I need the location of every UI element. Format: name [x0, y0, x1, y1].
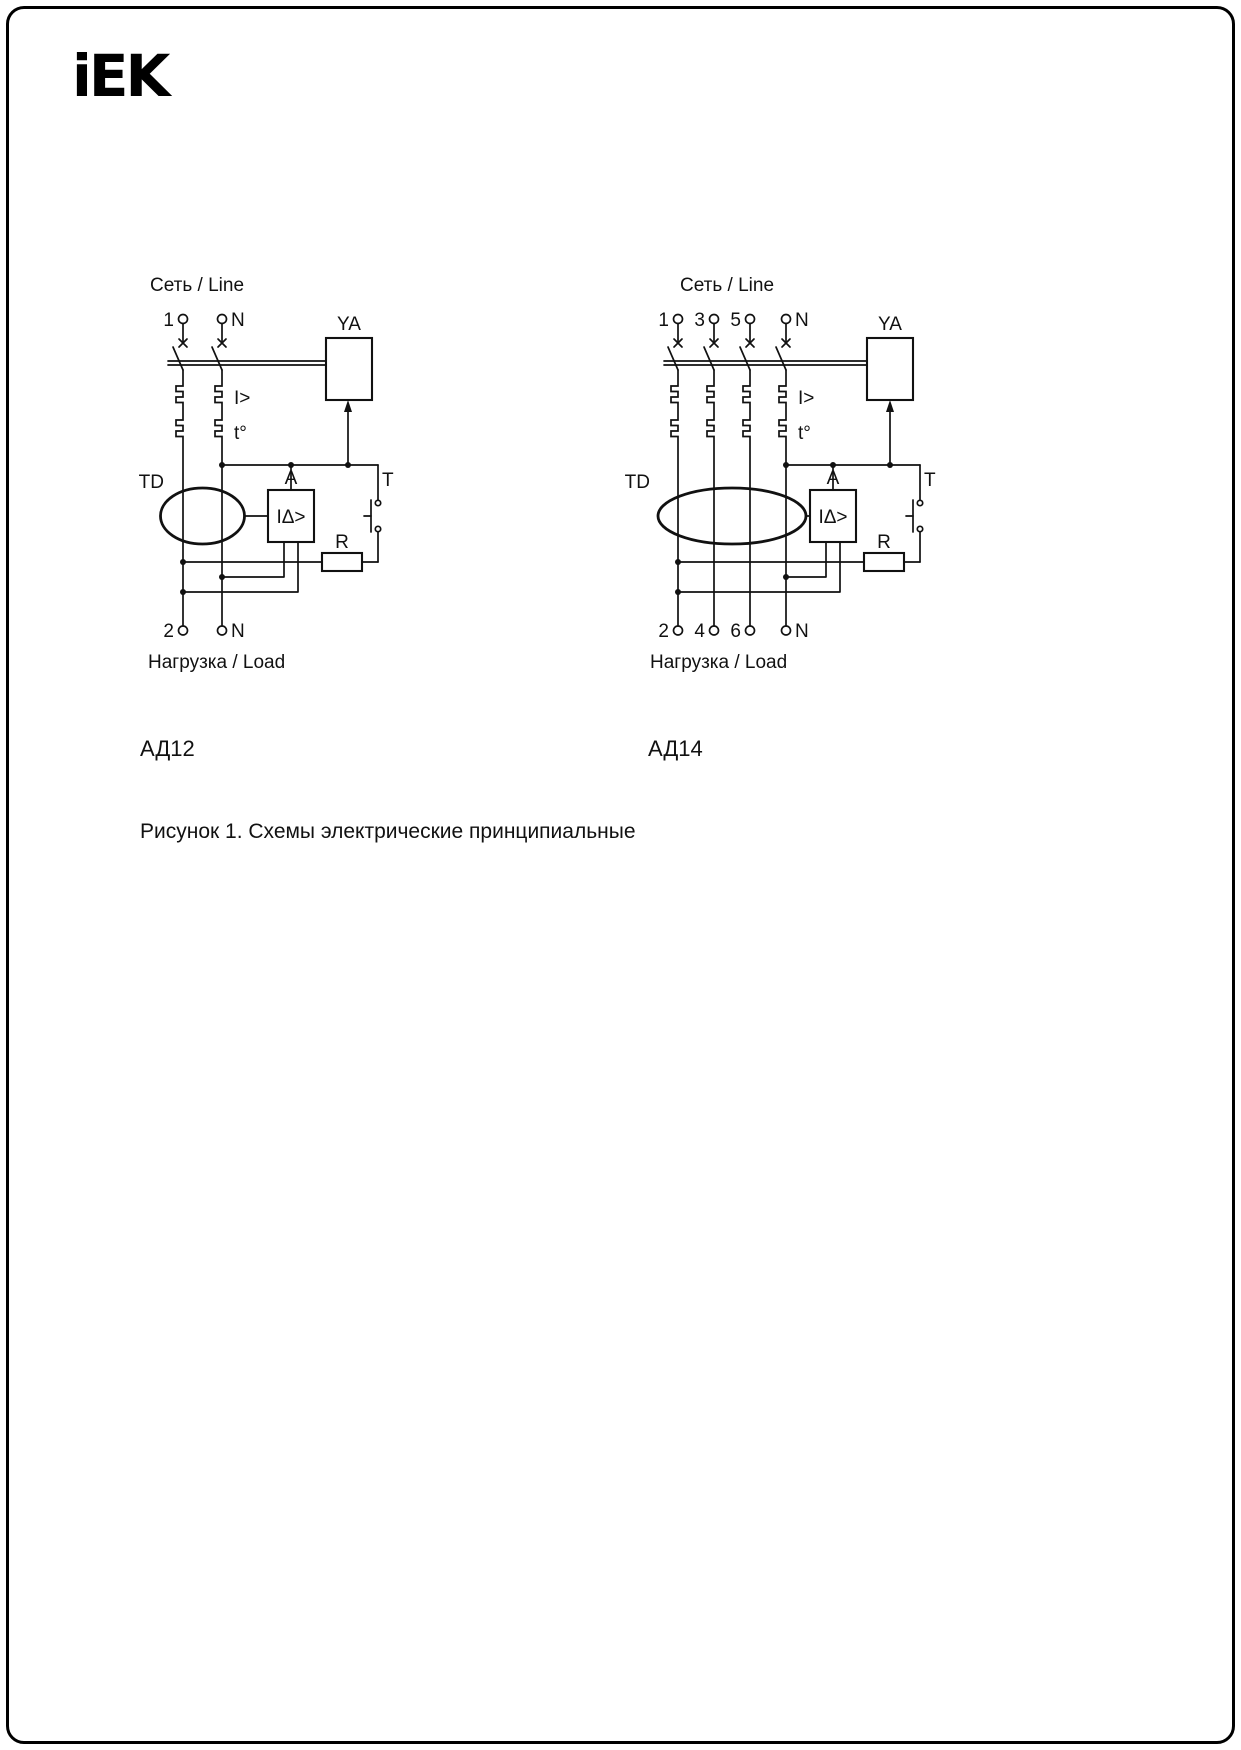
overcurrent-label: I> — [798, 388, 814, 409]
toroid-transformer — [159, 486, 246, 546]
resistor-box — [320, 551, 364, 573]
breaker-pole — [739, 313, 756, 636]
diagram-title-ad14: АД14 — [648, 736, 703, 761]
ad12-schematic: Сеть / Line 1 N I> t° TD A IΔ> YA — [139, 275, 394, 673]
breaker-pole — [172, 313, 189, 636]
terminal-label-bottom: 4 — [694, 621, 705, 642]
toroid-transformer — [656, 486, 808, 546]
diff-current-label: IΔ> — [276, 507, 305, 528]
test-label: T — [924, 470, 936, 491]
ya-label: YA — [878, 314, 902, 335]
junction-dot — [180, 589, 186, 595]
iek-logo: iEK — [72, 42, 170, 110]
junction-dot — [675, 559, 681, 565]
terminal-label-top: N — [795, 310, 809, 331]
breaker-pole — [667, 313, 684, 636]
test-label: T — [382, 470, 394, 491]
ya-coil-box — [324, 336, 374, 402]
arrow-up-icon — [344, 400, 352, 412]
td-label: TD — [625, 472, 650, 493]
terminal-label-top: 1 — [163, 310, 174, 331]
junction-dot — [180, 559, 186, 565]
linkage-line — [167, 360, 327, 366]
ya-coil-box — [865, 336, 915, 402]
linkage-line — [663, 360, 868, 366]
terminal-label-bottom: N — [231, 621, 245, 642]
td-label: TD — [139, 472, 164, 493]
ad14-schematic: Сеть / Line 1 3 5 N I> t° TD A IΔ> YA — [625, 275, 936, 673]
junction-dot — [887, 462, 893, 468]
resistor-label: R — [335, 532, 349, 553]
terminal-label-top: N — [231, 310, 245, 331]
junction-dot — [675, 589, 681, 595]
terminal-label-bottom: 2 — [163, 621, 174, 642]
figure-caption: Рисунок 1. Схемы электрические принципиа… — [140, 820, 636, 843]
amp-supply-wire — [677, 541, 841, 593]
breaker-pole — [703, 313, 720, 636]
junction-dot — [830, 462, 836, 468]
breaker-pole — [775, 313, 792, 636]
terminal-label-top: 3 — [694, 310, 705, 331]
terminal-label-bottom: 6 — [730, 621, 741, 642]
thermal-label: t° — [798, 423, 811, 444]
overcurrent-label: I> — [234, 388, 250, 409]
diagram-title-ad12: АД12 — [140, 736, 195, 761]
amp-supply-wire — [182, 541, 299, 593]
junction-dot — [219, 462, 225, 468]
diff-current-label: IΔ> — [818, 507, 847, 528]
terminal-label-top: 5 — [730, 310, 741, 331]
junction-dot — [783, 462, 789, 468]
test-button — [363, 464, 382, 563]
junction-dot — [345, 462, 351, 468]
junction-dot — [783, 574, 789, 580]
junction-dot — [219, 574, 225, 580]
arrow-up-icon — [886, 400, 894, 412]
line-label: Сеть / Line — [150, 275, 244, 296]
load-label: Нагрузка / Load — [650, 652, 787, 673]
resistor-label: R — [877, 532, 891, 553]
resistor-box — [862, 551, 906, 573]
load-label: Нагрузка / Load — [148, 652, 285, 673]
terminal-label-top: 1 — [658, 310, 669, 331]
amp-supply-wire — [785, 541, 827, 578]
terminal-label-bottom: N — [795, 621, 809, 642]
ya-label: YA — [337, 314, 361, 335]
amp-supply-wire — [221, 541, 285, 578]
junction-dot — [288, 462, 294, 468]
breaker-pole — [211, 313, 228, 636]
amplifier-box — [266, 488, 316, 544]
terminal-label-bottom: 2 — [658, 621, 669, 642]
line-label: Сеть / Line — [680, 275, 774, 296]
thermal-label: t° — [234, 423, 247, 444]
test-button — [905, 464, 924, 563]
